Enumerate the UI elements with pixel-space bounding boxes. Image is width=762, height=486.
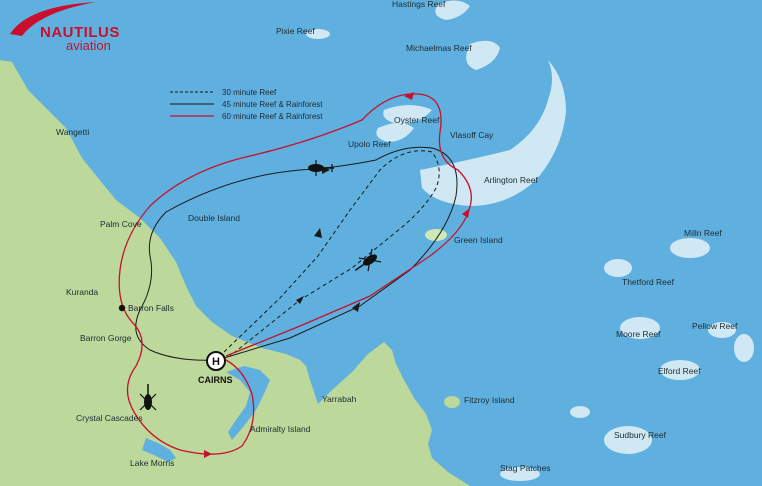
pellow-reef-shape: [708, 322, 736, 338]
reefs: [306, 0, 754, 481]
label-hastings-reef: Hastings Reef: [392, 0, 446, 9]
label-vlasoff-cay: Vlasoff Cay: [450, 130, 494, 140]
legend-label-45: 45 minute Reef & Rainforest: [222, 100, 323, 109]
label-cairns: CAIRNS: [198, 375, 233, 385]
fitzroy-island: [444, 396, 460, 408]
label-lake-morris: Lake Morris: [130, 458, 174, 468]
helicopter-icon: [139, 384, 157, 411]
milln-reef-shape: [670, 238, 710, 258]
helicopter-icon: [354, 248, 382, 272]
label-milln-reef: Milln Reef: [684, 228, 722, 238]
trinity-inlet: [226, 366, 270, 440]
label-admiralty-island: Admiralty Island: [250, 424, 311, 434]
legend-label-60: 60 minute Reef & Rainforest: [222, 112, 323, 121]
label-arlington-reef: Arlington Reef: [484, 175, 539, 185]
arrow-30-down: [296, 296, 304, 304]
lake-morris: [142, 438, 176, 462]
barron-falls-marker: [118, 304, 126, 312]
label-fitzroy-island: Fitzroy Island: [464, 395, 515, 405]
label-double-island: Double Island: [188, 213, 240, 223]
label-barron-falls: Barron Falls: [128, 303, 174, 313]
green-island: [425, 229, 447, 241]
label-pixie-reef: Pixie Reef: [276, 26, 315, 36]
route-arrows-red: [204, 92, 470, 458]
arrow-45-a: [352, 302, 360, 312]
label-stag-patches: Stag Patches: [500, 463, 551, 473]
pixie-reef-shape: [306, 29, 330, 39]
label-thetford-reef: Thetford Reef: [622, 277, 675, 287]
brand-sub: aviation: [66, 38, 111, 53]
arrow-60-a: [462, 208, 470, 218]
logo-swoosh: [10, 2, 96, 36]
sudbury-reef-shape: [604, 426, 652, 454]
label-yarrabah: Yarrabah: [322, 394, 357, 404]
arrow-30-up: [314, 228, 322, 238]
misc-reef-2: [734, 334, 754, 362]
upolo-reef-shape: [376, 123, 414, 142]
stag-patches-shape: [500, 467, 540, 481]
label-sudbury-reef: Sudbury Reef: [614, 430, 667, 440]
elford-reef-shape: [660, 360, 700, 380]
helicopter-icon: [308, 160, 334, 176]
michaelmas-reef-shape: [466, 40, 500, 70]
label-pellow-reef: Pellow Reef: [692, 321, 738, 331]
moore-reef-shape: [620, 317, 660, 339]
label-crystal-cascades: Crystal Cascades: [76, 413, 143, 423]
hastings-reef-shape: [435, 0, 470, 20]
label-elford-reef: Elford Reef: [658, 366, 701, 376]
route-45-minute: [135, 146, 458, 361]
label-kuranda: Kuranda: [66, 287, 98, 297]
thetford-reef-shape: [604, 259, 632, 277]
brand-name: NAUTILUS: [40, 24, 120, 41]
arrow-60-b: [404, 92, 414, 100]
heliport-icon: H: [206, 351, 226, 371]
heliport-letter: H: [212, 356, 220, 368]
mainland: [0, 60, 470, 486]
label-upolo-reef: Upolo Reef: [348, 139, 391, 149]
label-moore-reef: Moore Reef: [616, 329, 661, 339]
oyster-reef-shape: [383, 105, 432, 124]
label-barron-gorge: Barron Gorge: [80, 333, 132, 343]
label-green-island: Green Island: [454, 235, 503, 245]
label-wangetti: Wangetti: [56, 127, 89, 137]
label-oyster-reef: Oyster Reef: [394, 115, 440, 125]
label-michaelmas-reef: Michaelmas Reef: [406, 43, 472, 53]
legend-label-30: 30 minute Reef: [222, 88, 277, 97]
misc-reef-1: [570, 406, 590, 418]
arrow-60-c: [204, 450, 212, 458]
label-palm-cove: Palm Cove: [100, 219, 142, 229]
legend: 30 minute Reef 45 minute Reef & Rainfore…: [170, 88, 323, 121]
